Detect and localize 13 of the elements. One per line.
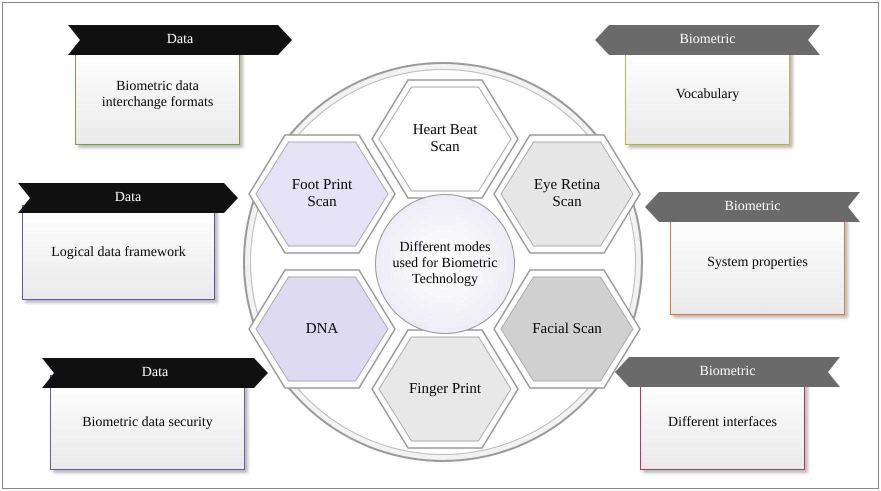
banner-tag: Data bbox=[18, 183, 238, 213]
banner-tag: Data bbox=[68, 25, 292, 55]
info-panel: Logical data framework bbox=[22, 205, 215, 300]
info-panel: Biometric data interchange formats bbox=[75, 45, 240, 145]
hexagon-tile: Finger Print bbox=[370, 328, 520, 450]
hexagon-tile: Eye Retina Scan bbox=[492, 133, 642, 255]
hexagon-tile: Foot Print Scan bbox=[247, 133, 397, 255]
banner-tag: Biometric bbox=[645, 192, 860, 222]
hexagon-tile: Facial Scan bbox=[492, 268, 642, 390]
hexagon-tile: DNA bbox=[247, 268, 397, 390]
banner-tag: Biometric bbox=[615, 357, 840, 387]
banner-tag: Biometric bbox=[595, 25, 820, 55]
banner-tag: Data bbox=[42, 358, 268, 388]
